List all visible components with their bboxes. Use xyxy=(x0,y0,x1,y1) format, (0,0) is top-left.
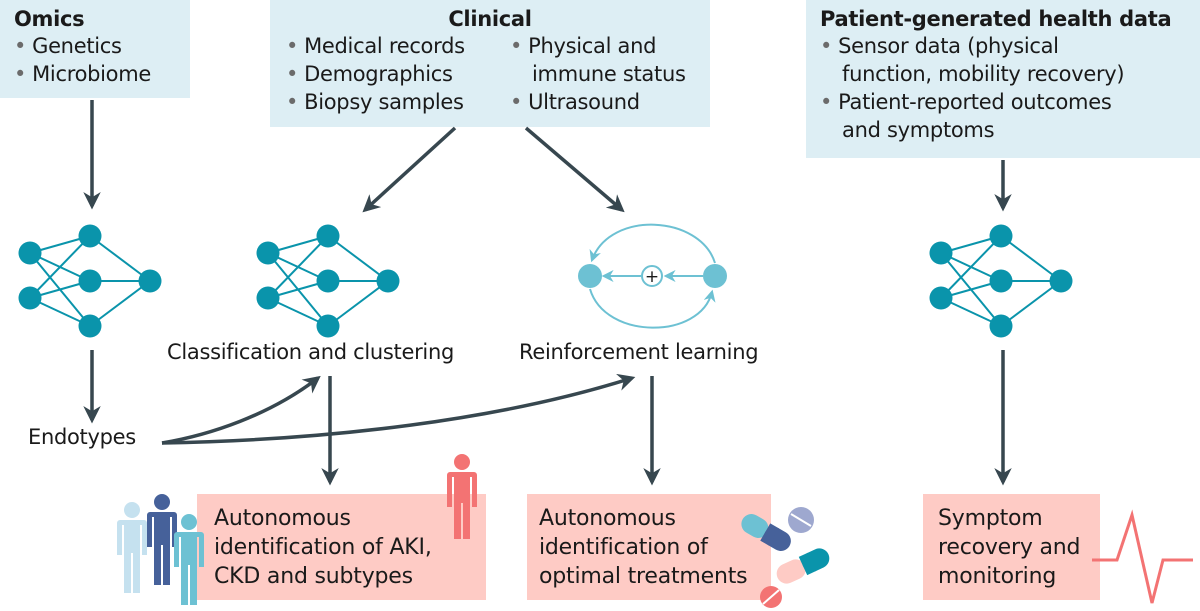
pghd-title: Patient-generated health data xyxy=(820,7,1172,31)
network-node xyxy=(138,269,162,293)
clinical-title: Clinical xyxy=(448,7,532,31)
network-edge xyxy=(1000,235,1062,282)
people-group-icon xyxy=(117,494,204,605)
reinforcement-loop-icon: + xyxy=(578,223,727,329)
network-node xyxy=(316,269,340,293)
network-node xyxy=(78,314,102,338)
network-edge xyxy=(89,280,151,327)
treatment-outcome-line: identification of xyxy=(539,535,708,560)
clinical-item: •Medical records xyxy=(286,34,465,58)
network-node xyxy=(1049,269,1073,293)
bullet-icon: • xyxy=(14,62,27,86)
symptom-outcome-line: Symptom xyxy=(938,506,1043,531)
pghd-box: Patient-generated health data •Sensor da… xyxy=(806,0,1200,158)
pghd-item: •Patient-reported outcomes xyxy=(820,90,1112,114)
network-node xyxy=(316,314,340,338)
network-node xyxy=(929,286,953,310)
pghd-item-continued: function, mobility recovery) xyxy=(842,62,1125,86)
network-edge xyxy=(327,280,389,327)
omics-item: •Genetics xyxy=(14,34,122,58)
network-node xyxy=(989,224,1013,248)
arrow-clinical-to-reinforcement xyxy=(524,126,625,213)
endotypes-label: Endotypes xyxy=(28,425,136,449)
clinical-box: Clinical •Medical records •Demographics … xyxy=(270,0,710,127)
network-node xyxy=(316,224,340,248)
person-icon xyxy=(147,494,177,585)
clinical-item: •Physical and xyxy=(510,34,657,58)
treatment-outcome-box: Autonomous identification of optimal tre… xyxy=(527,494,771,600)
network-node xyxy=(256,286,280,310)
classification-label: Classification and clustering xyxy=(167,340,455,364)
bullet-icon: • xyxy=(286,90,299,114)
treatment-outcome-line: Autonomous xyxy=(539,506,676,531)
network-node xyxy=(929,241,953,265)
neural-network-icon xyxy=(929,224,1073,338)
network-node xyxy=(18,286,42,310)
aki-outcome-line: identification of AKI, xyxy=(214,535,432,560)
heartbeat-pulse-icon xyxy=(1092,509,1193,604)
network-edge xyxy=(267,235,329,299)
reinforcement-label: Reinforcement learning xyxy=(519,340,759,364)
neural-network-icon xyxy=(256,224,400,338)
rl-node-left xyxy=(578,264,602,288)
network-edge xyxy=(940,235,1002,299)
network-node xyxy=(78,269,102,293)
network-node xyxy=(256,241,280,265)
person-icon xyxy=(174,514,204,605)
symptom-outcome-box: Symptom recovery and monitoring xyxy=(923,494,1100,600)
network-edge xyxy=(1000,280,1062,327)
pghd-item: •Sensor data (physical xyxy=(820,34,1059,58)
bullet-icon: • xyxy=(510,90,523,114)
clinical-column-2: •Physical and immune status •Ultrasound xyxy=(510,32,686,116)
network-node xyxy=(376,269,400,293)
network-edge xyxy=(29,235,91,299)
person-icon xyxy=(117,502,147,593)
clinical-item: •Biopsy samples xyxy=(286,90,464,114)
bullet-icon: • xyxy=(286,62,299,86)
symptom-outcome-line: monitoring xyxy=(938,564,1057,589)
network-node xyxy=(78,224,102,248)
arrow-clinical-to-classification xyxy=(362,126,457,213)
clinical-item-continued: immune status xyxy=(532,62,686,86)
bullet-icon: • xyxy=(510,34,523,58)
omics-box: Omics •Genetics •Microbiome xyxy=(0,0,190,98)
clinical-item: •Ultrasound xyxy=(510,90,640,114)
bullet-icon: • xyxy=(286,34,299,58)
network-edge xyxy=(89,235,151,282)
bullet-icon: • xyxy=(820,90,833,114)
omics-item: •Microbiome xyxy=(14,62,152,86)
bullet-icon: • xyxy=(820,34,833,58)
pills-icon xyxy=(741,507,830,608)
pghd-item-continued: and symptoms xyxy=(842,118,995,142)
omics-title: Omics xyxy=(14,7,85,31)
network-node xyxy=(18,241,42,265)
arrow-endotypes-to-classification xyxy=(161,375,321,445)
treatment-outcome-line: optimal treatments xyxy=(539,564,748,589)
symptom-outcome-line: recovery and xyxy=(938,535,1081,560)
aki-outcome-line: CKD and subtypes xyxy=(214,564,413,589)
network-edge xyxy=(327,235,389,282)
network-node xyxy=(989,314,1013,338)
arrow-endotypes-to-reinforcement xyxy=(161,373,636,445)
bullet-icon: • xyxy=(14,34,27,58)
plus-icon: + xyxy=(645,267,659,287)
clinical-column-1: •Medical records •Demographics •Biopsy s… xyxy=(286,32,510,116)
rl-operator xyxy=(641,265,663,287)
rl-node-right xyxy=(703,264,727,288)
clinical-item: •Demographics xyxy=(286,62,453,86)
network-node xyxy=(989,269,1013,293)
neural-network-icon xyxy=(18,224,162,338)
aki-outcome-line: Autonomous xyxy=(214,506,351,531)
aki-outcome-box: Autonomous identification of AKI, CKD an… xyxy=(197,494,486,600)
person-icon xyxy=(447,454,477,539)
